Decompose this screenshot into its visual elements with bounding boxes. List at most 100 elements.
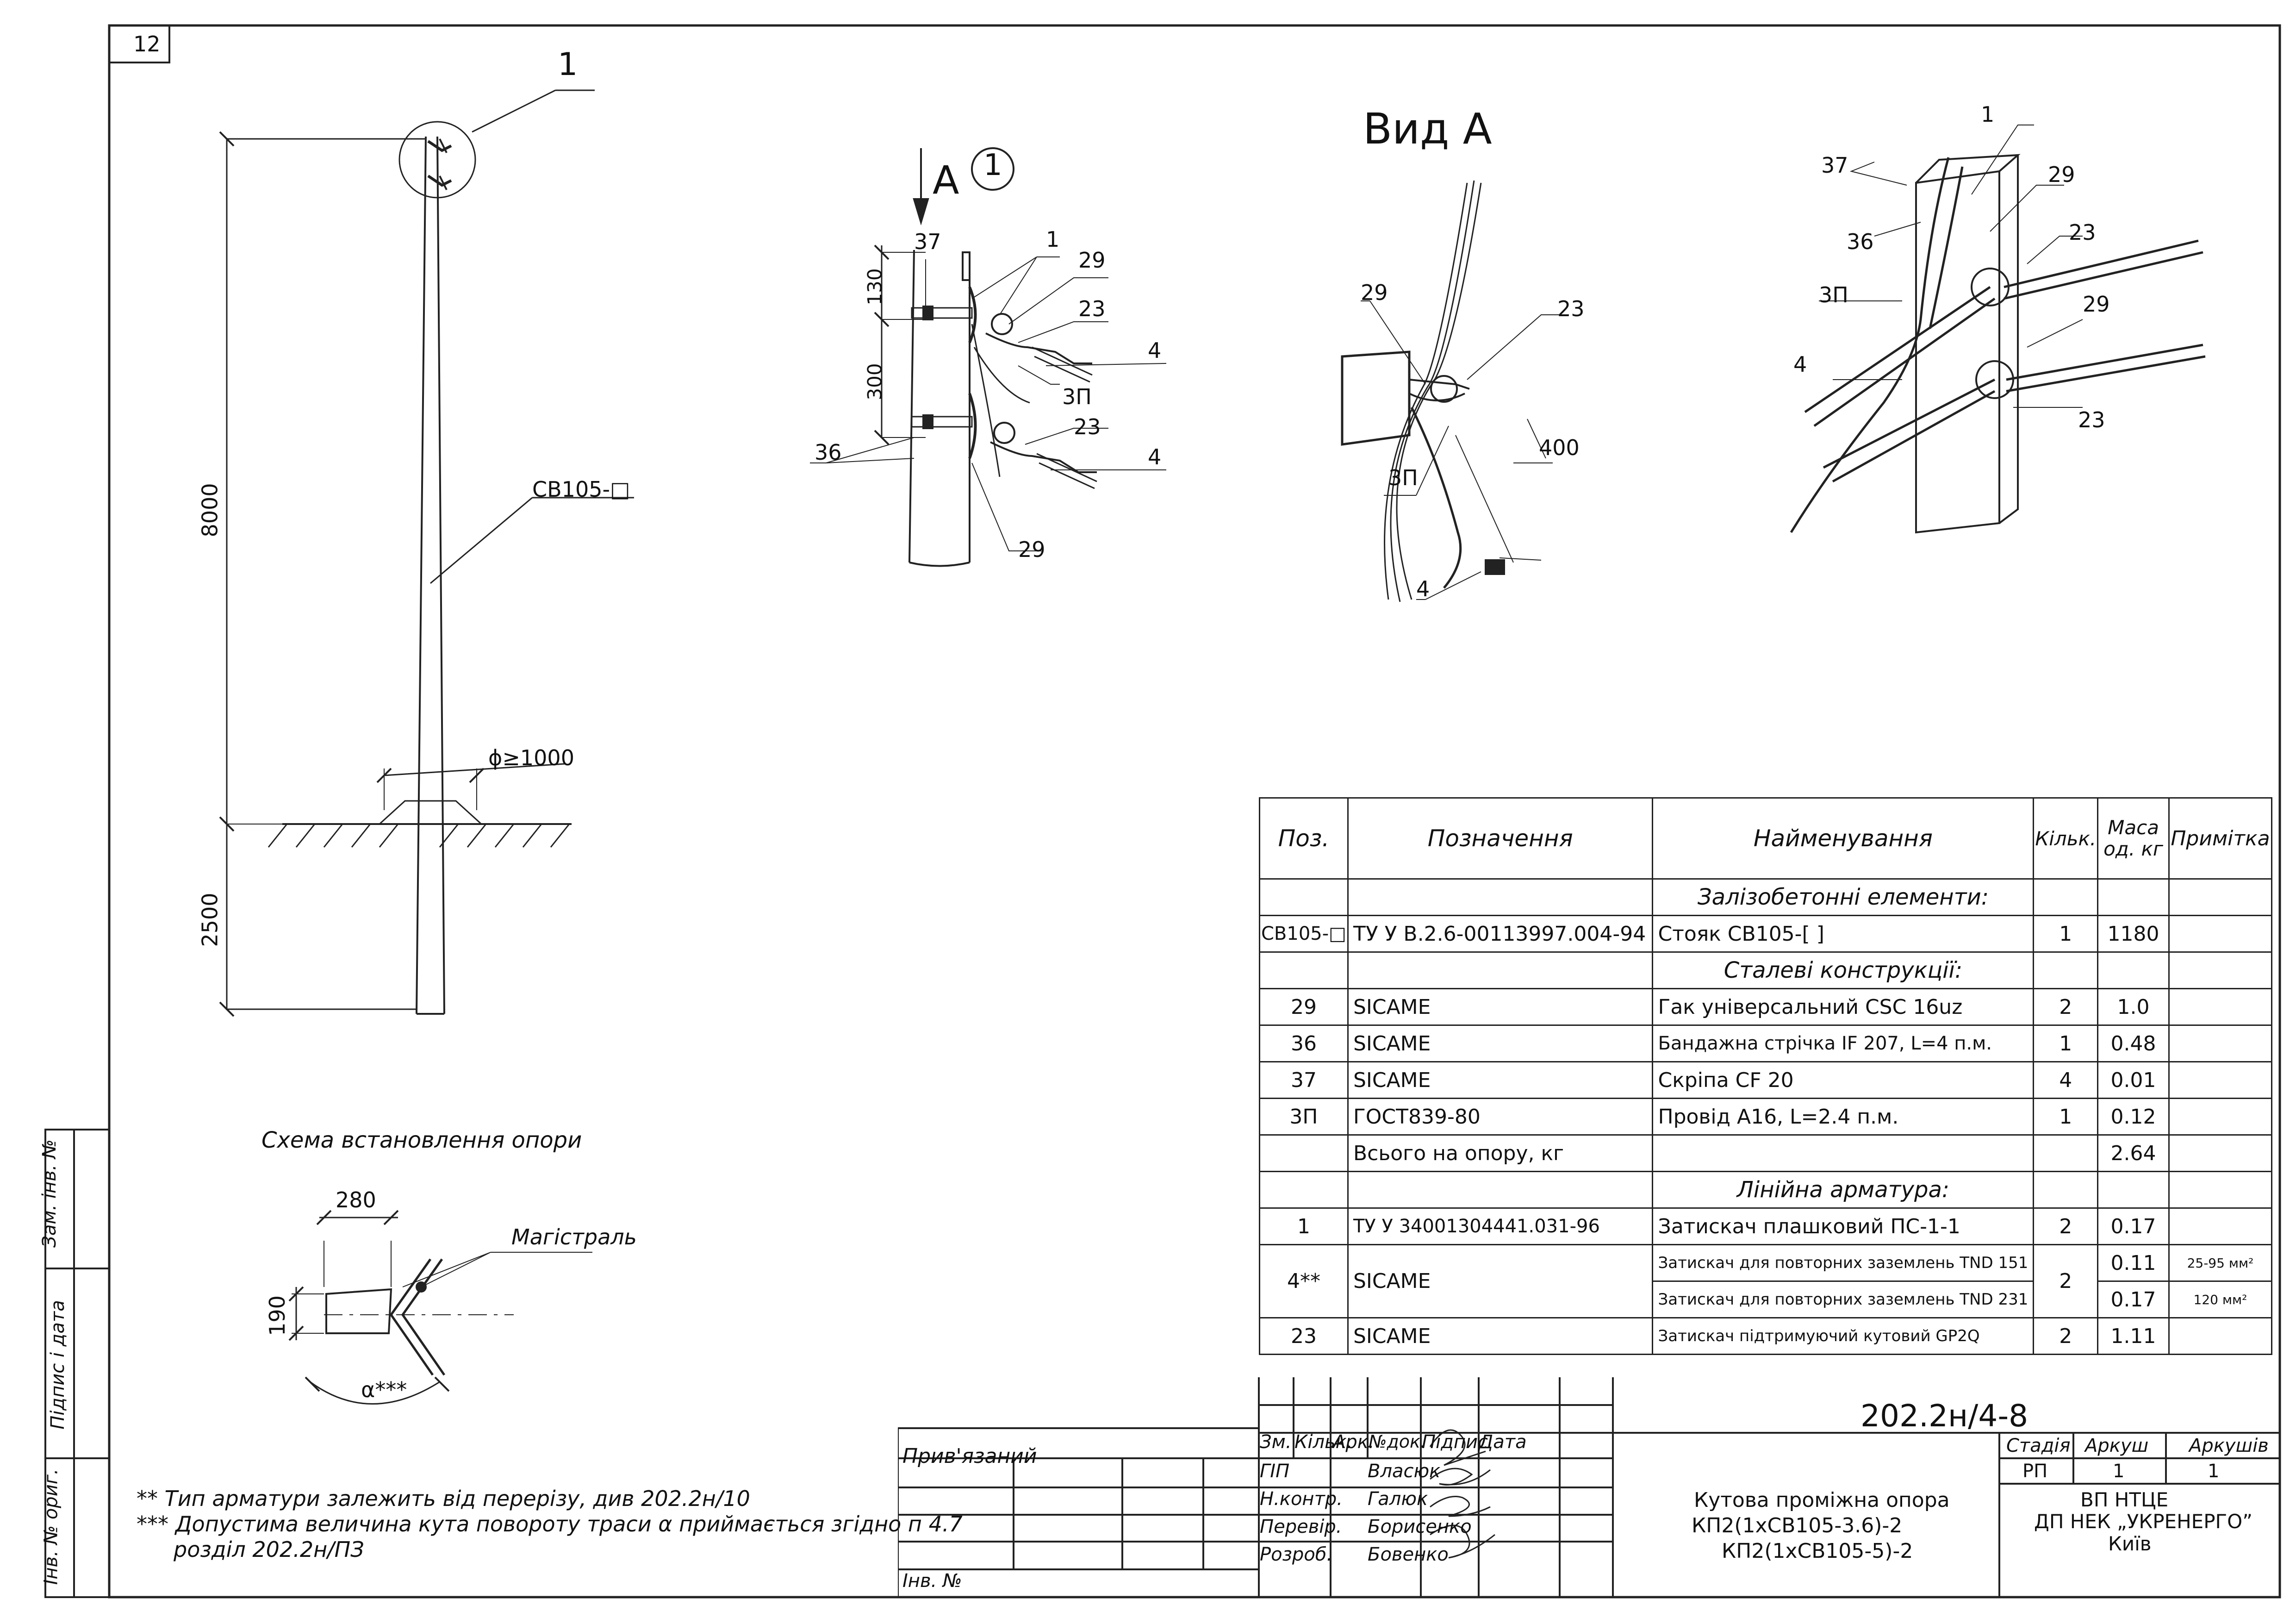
sheet-title-line-1: Кутова проміжна опора — [1694, 1488, 1950, 1512]
header-note: Примітка — [2168, 797, 2273, 880]
cell-qty: 1 — [2033, 1098, 2099, 1136]
cell-designation: SICAME — [1347, 988, 1654, 1026]
cell-mass: 0.01 — [2097, 1061, 2170, 1099]
view-a-label-29: 29 — [1361, 280, 1388, 305]
view-a-label-3p: 3П — [1388, 465, 1418, 490]
name-chief-engineer: Власюк — [1368, 1461, 1441, 1482]
cell-qty: 1 — [2033, 915, 2099, 953]
stamp-replaced-inv: Зам. інв. № — [38, 1139, 60, 1248]
name-norm-control: Галюк — [1368, 1488, 1428, 1510]
cell-name: Затискач підтримуючий кутовий GP2Q — [1652, 1317, 2035, 1355]
cell-mass: 0.11 — [2097, 1244, 2170, 1282]
organization-line-3: Київ — [2108, 1532, 2152, 1555]
note-2: *** Допустима величина кута повороту тра… — [137, 1512, 963, 1537]
iso-label-29b: 29 — [2083, 292, 2110, 317]
cell-designation: SICAME — [1347, 1317, 1654, 1355]
detail-label-36: 36 — [815, 440, 842, 465]
sheet-value: 1 — [2113, 1461, 2125, 1482]
cell-qty: 2 — [2033, 1244, 2099, 1318]
iso-label-1: 1 — [1981, 102, 1995, 127]
cell-pos: 23 — [1259, 1317, 1349, 1355]
iso-label-37: 37 — [1821, 153, 1848, 178]
height-below-dimension: 2500 — [197, 893, 223, 947]
role-developed: Розроб. — [1260, 1544, 1333, 1565]
cell-note: 120 мм² — [2168, 1280, 2273, 1318]
dimension-300: 300 — [863, 363, 886, 400]
note-1: ** Тип арматури залежить від перерізу, д… — [137, 1486, 750, 1511]
view-a — [1341, 180, 1569, 602]
specification-table: Поз. Позначення Найменування Кільк. Маса… — [1259, 797, 2273, 1355]
cell-name: Гак універсальний CSC 16uz — [1652, 988, 2035, 1026]
title-block-frame — [898, 1377, 2280, 1597]
section-line: Лінійна арматура: — [1652, 1171, 2035, 1209]
role-checked: Перевір. — [1260, 1516, 1342, 1537]
name-developed: Бовенко — [1368, 1544, 1449, 1565]
cell-name: Затискач для повторних заземлень TND 231 — [1652, 1280, 2035, 1318]
detail-label-4b: 4 — [1148, 444, 1162, 469]
view-a-label-400: 400 — [1539, 435, 1580, 460]
role-norm-control: Н.контр. — [1260, 1488, 1343, 1510]
detail-label-29a: 29 — [1078, 248, 1106, 273]
iso-view — [1790, 125, 2206, 534]
name-checked: Борисенко — [1368, 1516, 1472, 1537]
view-a-title: Вид А — [1363, 104, 1492, 154]
table-row: 3П ГОСТ839-80 Провід А16, L=2.4 п.м. 1 0… — [1259, 1098, 2273, 1136]
scheme-dim-280: 280 — [336, 1187, 376, 1212]
view-arrow-label: А — [933, 157, 959, 203]
cell-designation: ГОСТ839-80 — [1347, 1098, 1654, 1136]
detail-label-4a: 4 — [1148, 338, 1162, 363]
detail-1 — [810, 147, 1167, 567]
header-qty: Кільк. — [2033, 797, 2099, 880]
table-row: 23 SICAME Затискач підтримуючий кутовий … — [1259, 1317, 2273, 1355]
cell-note: 25-95 мм² — [2168, 1244, 2273, 1282]
cell-mass: 0.12 — [2097, 1098, 2170, 1136]
total-row: Всього на опору, кг 2.64 — [1259, 1134, 2273, 1172]
section-rc: Залізобетонні елементи: — [1652, 878, 2035, 916]
cell-mass: 1.11 — [2097, 1317, 2170, 1355]
col-date: Дата — [1479, 1431, 1527, 1453]
table-row: 36 SICAME Бандажна стрічка IF 207, L=4 п… — [1259, 1024, 2273, 1062]
table-row: СВ105-□ ТУ У В.2.6-00113997.004-94 Стояк… — [1259, 915, 2273, 953]
dimension-130: 130 — [863, 268, 886, 306]
cell-name: Бандажна стрічка IF 207, L=4 п.м. — [1652, 1024, 2035, 1062]
header-designation: Позначення — [1347, 797, 1654, 880]
table-row: 4** SICAME Затискач для повторних заземл… — [1259, 1244, 2273, 1318]
col-doc: №док. — [1369, 1431, 1426, 1452]
scheme-angle-label: α*** — [361, 1377, 407, 1402]
note-3: розділ 202.2н/ПЗ — [174, 1537, 364, 1562]
iso-label-23a: 23 — [2069, 220, 2096, 245]
cell-qty: 4 — [2033, 1061, 2099, 1099]
cell-name: Стояк СВ105-[ ] — [1652, 915, 2035, 953]
cell-pos: 36 — [1259, 1024, 1349, 1062]
cell-designation: ТУ У 34001304441.031-96 — [1347, 1207, 1654, 1245]
diameter-dimension: ϕ≥1000 — [488, 745, 574, 770]
callout-number: 1 — [558, 46, 578, 83]
scheme-title: Схема встановлення опори — [261, 1127, 582, 1153]
iso-label-29a: 29 — [2048, 162, 2075, 187]
cell-mass: 1180 — [2097, 915, 2170, 953]
sheet-label: Аркуш — [2085, 1435, 2149, 1456]
scheme-dim-190: 190 — [264, 1295, 290, 1336]
view-a-label-4: 4 — [1416, 576, 1430, 601]
sheet-title-line-3: КП2(1хСВ105-5)-2 — [1722, 1539, 1913, 1563]
sheets-label: Аркушів — [2189, 1435, 2269, 1456]
cell-pos: 3П — [1259, 1098, 1349, 1136]
col-qty: Кільк. — [1294, 1431, 1353, 1453]
detail-label-37: 37 — [914, 229, 941, 254]
cell-pos: СВ105-□ — [1259, 915, 1349, 953]
cell-qty: 2 — [2033, 1207, 2099, 1245]
document-code: 202.2н/4-8 — [1860, 1398, 2028, 1434]
organization-line-1: ВП НТЦЕ — [2080, 1488, 2169, 1511]
cell-designation: ТУ У В.2.6-00113997.004-94 — [1347, 915, 1654, 953]
detail-label-23b: 23 — [1074, 414, 1101, 439]
cell-name: Затискач для повторних заземлень TND 151 — [1652, 1244, 2035, 1282]
stamp-original-inv: Інв. № ориг. — [40, 1468, 62, 1585]
sheets-value: 1 — [2208, 1461, 2220, 1482]
height-above-dimension: 8000 — [197, 483, 223, 537]
stage-label: Стадія — [2006, 1435, 2071, 1456]
table-row: Затискач для повторних заземлень TND 231… — [1260, 1280, 2273, 1318]
cell-mass: 0.17 — [2097, 1280, 2170, 1318]
cell-name: Скріпа CF 20 — [1652, 1061, 2035, 1099]
